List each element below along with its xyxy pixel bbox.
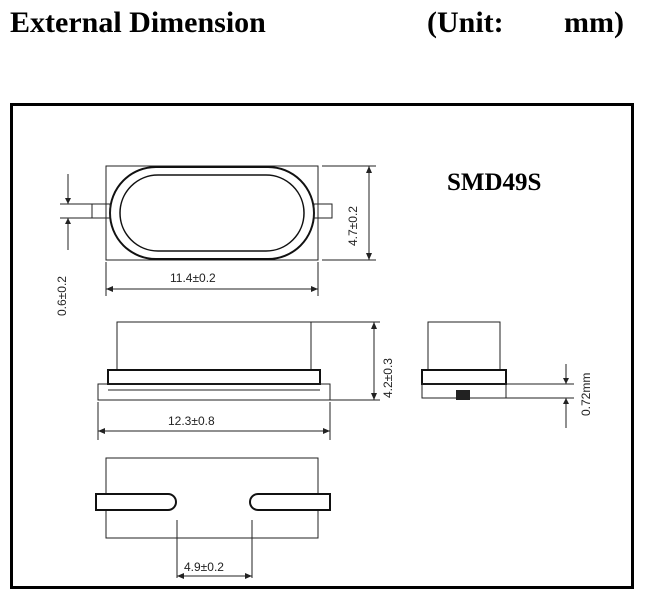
arrow-icon xyxy=(65,218,71,224)
drawing-frame xyxy=(10,103,634,589)
page-title: External Dimension xyxy=(10,6,266,39)
arrow-icon xyxy=(563,378,569,384)
lead-thickness-label: 0.6±0.2 xyxy=(55,276,69,316)
arrow-icon xyxy=(311,286,318,292)
end-lead xyxy=(456,390,470,400)
arrow-icon xyxy=(106,286,113,292)
end-view: 0.72mm xyxy=(421,321,593,428)
arrow-icon xyxy=(366,253,372,260)
model-label: SMD49S xyxy=(447,169,541,196)
width-top-label: 11.4±0.2 xyxy=(170,271,216,285)
arrow-icon xyxy=(245,573,252,579)
footprint-view: 4.9±0.2 xyxy=(95,457,331,579)
unit-label: (Unit: xyxy=(427,6,504,39)
side-body xyxy=(116,321,312,371)
end-body xyxy=(427,321,501,371)
end-base xyxy=(421,369,507,385)
arrow-icon xyxy=(323,428,330,434)
standoff-label: 0.72mm xyxy=(579,373,593,416)
arrow-icon xyxy=(371,393,377,400)
height-top-label: 4.7±0.2 xyxy=(346,206,360,246)
arrow-icon xyxy=(366,166,372,173)
arrow-icon xyxy=(371,322,377,329)
arrow-icon xyxy=(177,573,184,579)
overall-length-label: 12.3±0.8 xyxy=(168,414,215,428)
side-base xyxy=(107,369,321,385)
side-leads xyxy=(97,383,331,401)
top-view: 0.6±0.2 11.4±0.2 4.7±0.2 xyxy=(55,165,376,316)
left-lead xyxy=(91,203,111,219)
page-header: External Dimension (Unit: mm) xyxy=(0,0,650,50)
left-pad xyxy=(95,493,177,511)
arrow-icon xyxy=(563,398,569,404)
right-lead xyxy=(313,203,333,219)
right-pad xyxy=(249,493,331,511)
pad-spacing-label: 4.9±0.2 xyxy=(184,560,224,574)
unit-value: mm) xyxy=(564,6,624,39)
body-height-label: 4.2±0.3 xyxy=(381,358,395,398)
arrow-icon xyxy=(98,428,105,434)
side-view: 4.2±0.3 12.3±0.8 xyxy=(97,321,395,440)
top-view-can-inner xyxy=(119,174,305,252)
arrow-icon xyxy=(65,198,71,204)
